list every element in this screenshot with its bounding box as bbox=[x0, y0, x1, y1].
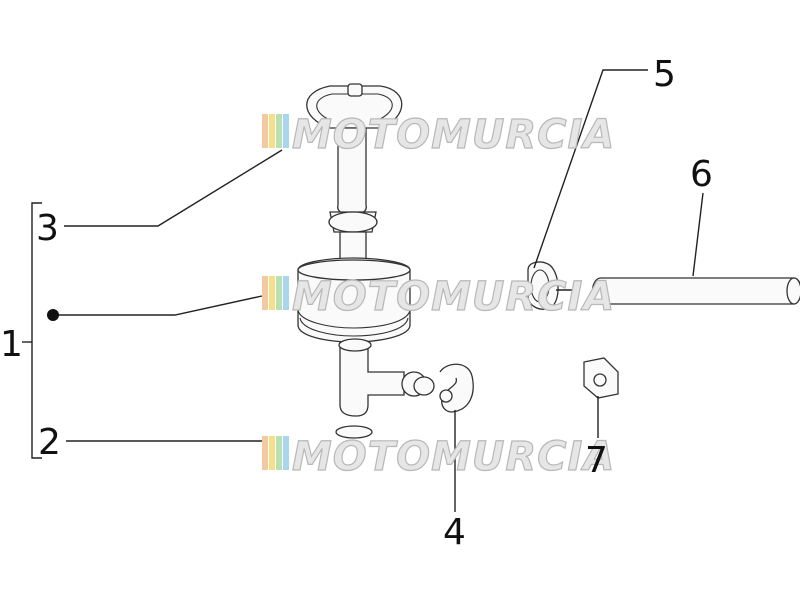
wm-stripe-1 bbox=[262, 436, 268, 470]
wm-stripe-4 bbox=[283, 114, 289, 148]
watermark-text: MOTOMURCIA bbox=[292, 434, 615, 480]
clip-part bbox=[439, 363, 474, 413]
watermark-middle: MOTOMURCIA bbox=[262, 273, 615, 321]
wm-stripe-4 bbox=[283, 276, 289, 310]
tube-part bbox=[591, 277, 800, 305]
callout-5: 5 bbox=[653, 54, 676, 95]
callout-3: 3 bbox=[36, 208, 59, 249]
watermark-bottom: MOTOMURCIA bbox=[262, 433, 615, 481]
dot-marker bbox=[47, 309, 59, 321]
small-clip-part bbox=[583, 357, 619, 399]
leader-lines bbox=[47, 69, 704, 512]
group-bracket bbox=[22, 202, 42, 459]
wm-stripe-2 bbox=[269, 276, 275, 310]
callout-1: 1 bbox=[0, 324, 23, 365]
watermark-top: MOTOMURCIA bbox=[262, 111, 615, 159]
callout-4: 4 bbox=[443, 512, 466, 553]
wm-stripe-2 bbox=[269, 114, 275, 148]
wm-stripe-3 bbox=[276, 436, 282, 470]
wm-stripe-2 bbox=[269, 436, 275, 470]
wm-stripe-3 bbox=[276, 276, 282, 310]
housing bbox=[297, 257, 435, 417]
callout-6: 6 bbox=[690, 154, 713, 195]
callout-7: 7 bbox=[585, 440, 608, 481]
wm-stripe-1 bbox=[262, 276, 268, 310]
main-cable bbox=[328, 127, 378, 261]
washer-part bbox=[335, 425, 373, 439]
wm-stripe-1 bbox=[262, 114, 268, 148]
cable-loop bbox=[306, 83, 403, 129]
watermark-text: MOTOMURCIA bbox=[292, 112, 615, 158]
wm-stripe-3 bbox=[276, 114, 282, 148]
callout-2: 2 bbox=[38, 422, 61, 463]
watermark-text: MOTOMURCIA bbox=[292, 274, 615, 320]
wm-stripe-4 bbox=[283, 436, 289, 470]
